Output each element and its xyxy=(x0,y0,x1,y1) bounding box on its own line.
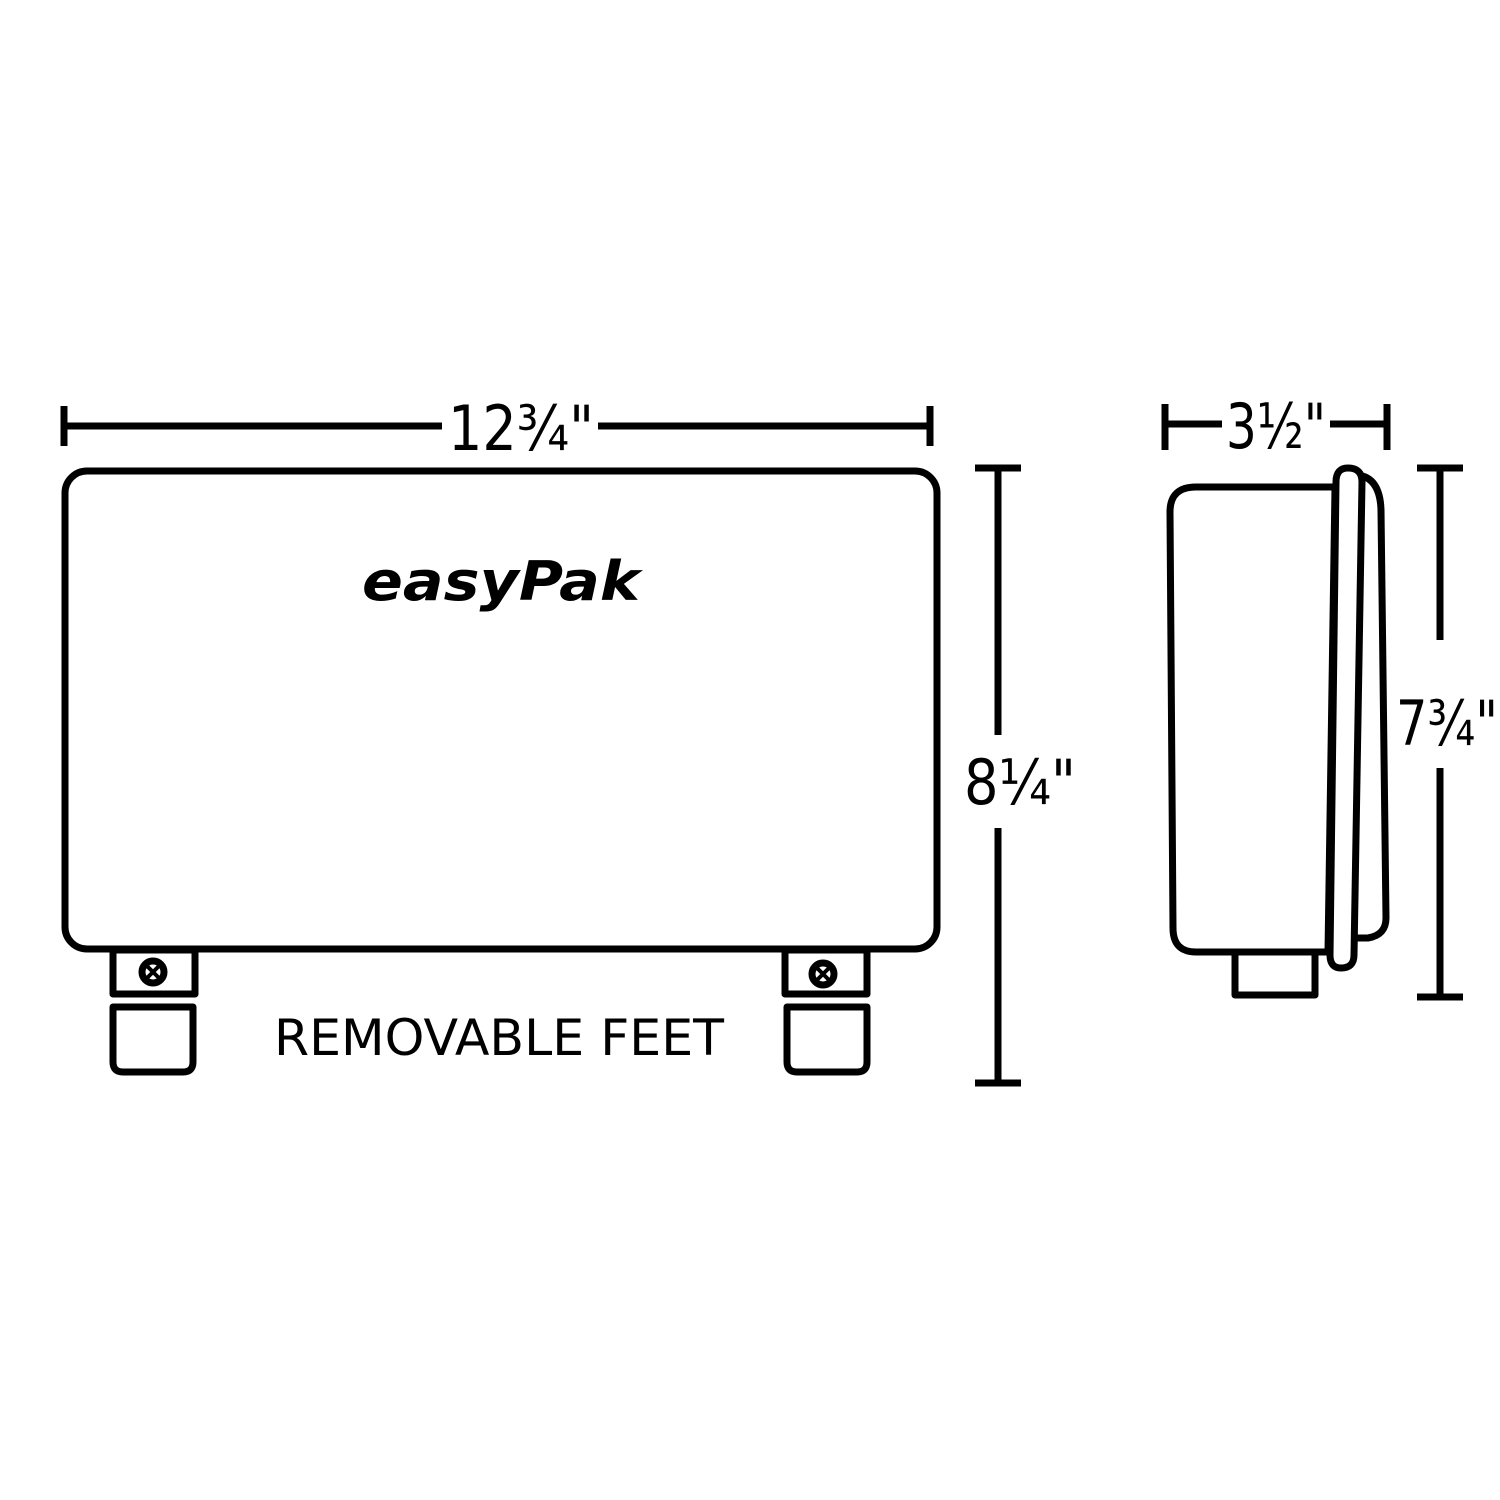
brand-logo: easyPak xyxy=(362,550,643,613)
foot-left xyxy=(109,946,199,1076)
depth-label: 3½" xyxy=(1226,390,1326,463)
front-view: 12¾" easyPak REMOVABLE FEET 8¼" xyxy=(60,392,1076,1087)
side-lid xyxy=(1326,464,1366,972)
side-view: 3½" 7¾" xyxy=(1161,390,1498,1001)
foot-right xyxy=(781,946,871,1076)
front-body xyxy=(61,467,941,953)
screw-cross xyxy=(815,966,831,982)
side-height-dimension: 7¾" xyxy=(1396,464,1498,1001)
depth-dimension: 3½" xyxy=(1161,390,1391,463)
side-height-label: 7¾" xyxy=(1396,687,1498,760)
width-label: 12¾" xyxy=(448,392,594,465)
feet-label: REMOVABLE FEET xyxy=(274,1009,724,1067)
screw-cross xyxy=(145,964,161,980)
foot-pad xyxy=(109,1003,197,1076)
side-body xyxy=(1166,483,1339,956)
side-foot xyxy=(1231,948,1319,999)
width-dimension: 12¾" xyxy=(60,392,934,465)
height-label: 8¼" xyxy=(964,746,1076,819)
height-dimension: 8¼" xyxy=(964,464,1076,1087)
foot-pad xyxy=(783,1003,871,1076)
